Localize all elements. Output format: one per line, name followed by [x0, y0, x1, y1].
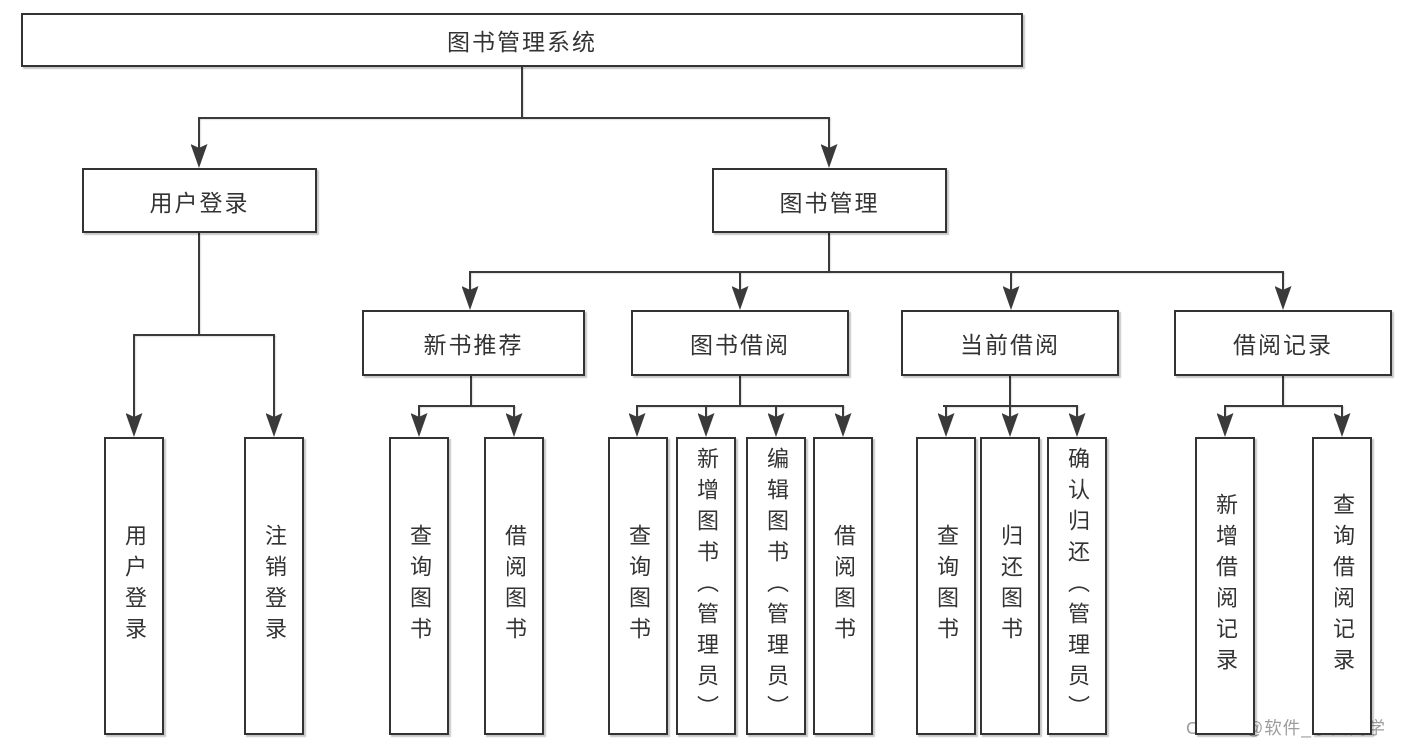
node-book-mgmt: 图书管理 — [712, 168, 947, 233]
node-leaf-borrow-book-2: 借阅图书 — [813, 437, 873, 735]
connector-rail — [133, 333, 275, 337]
node-new-book-rec: 新书推荐 — [362, 310, 585, 376]
connector-stub — [1008, 376, 1012, 406]
connector-stem — [132, 335, 136, 431]
node-leaf-logout: 注销登录 — [244, 437, 304, 735]
node-leaf-query-record: 查询借阅记录 — [1312, 437, 1372, 735]
node-leaf-confirm-return: 确认归还（管理员） — [1047, 437, 1107, 735]
connector-stub — [520, 67, 524, 118]
connector-stem — [197, 118, 201, 162]
node-leaf-add-record: 新增借阅记录 — [1195, 437, 1255, 735]
connector-stem — [468, 272, 472, 304]
connector-stem — [1281, 272, 1285, 304]
node-leaf-user-login: 用户登录 — [104, 437, 164, 735]
node-user-login: 用户登录 — [82, 168, 317, 233]
connector-rail — [636, 404, 844, 408]
connector-stub — [197, 233, 201, 335]
node-leaf-query-book-2: 查询图书 — [608, 437, 668, 735]
connector-rail — [469, 270, 1284, 274]
node-leaf-query-book-1: 查询图书 — [389, 437, 449, 735]
connector-stub — [738, 376, 742, 406]
node-borrow-records: 借阅记录 — [1174, 310, 1392, 376]
connector-stem — [1009, 272, 1013, 304]
node-leaf-return-book: 归还图书 — [980, 437, 1040, 735]
node-leaf-add-book: 新增图书（管理员） — [676, 437, 736, 735]
node-leaf-query-book-3: 查询图书 — [916, 437, 976, 735]
connector-rail — [198, 116, 830, 120]
node-leaf-edit-book: 编辑图书（管理员） — [746, 437, 806, 735]
connector-stub — [827, 233, 831, 272]
connector-stub — [469, 376, 473, 406]
connector-stem — [272, 335, 276, 431]
node-book-borrow: 图书借阅 — [631, 310, 849, 376]
connector-stub — [1281, 376, 1285, 406]
connector-rail — [418, 404, 515, 408]
connector-stem — [827, 118, 831, 162]
connector-rail — [1224, 404, 1343, 408]
connector-stem — [738, 272, 742, 304]
node-leaf-borrow-book-1: 借阅图书 — [484, 437, 544, 735]
node-current-borrow: 当前借阅 — [901, 310, 1119, 376]
node-root: 图书管理系统 — [21, 13, 1023, 67]
